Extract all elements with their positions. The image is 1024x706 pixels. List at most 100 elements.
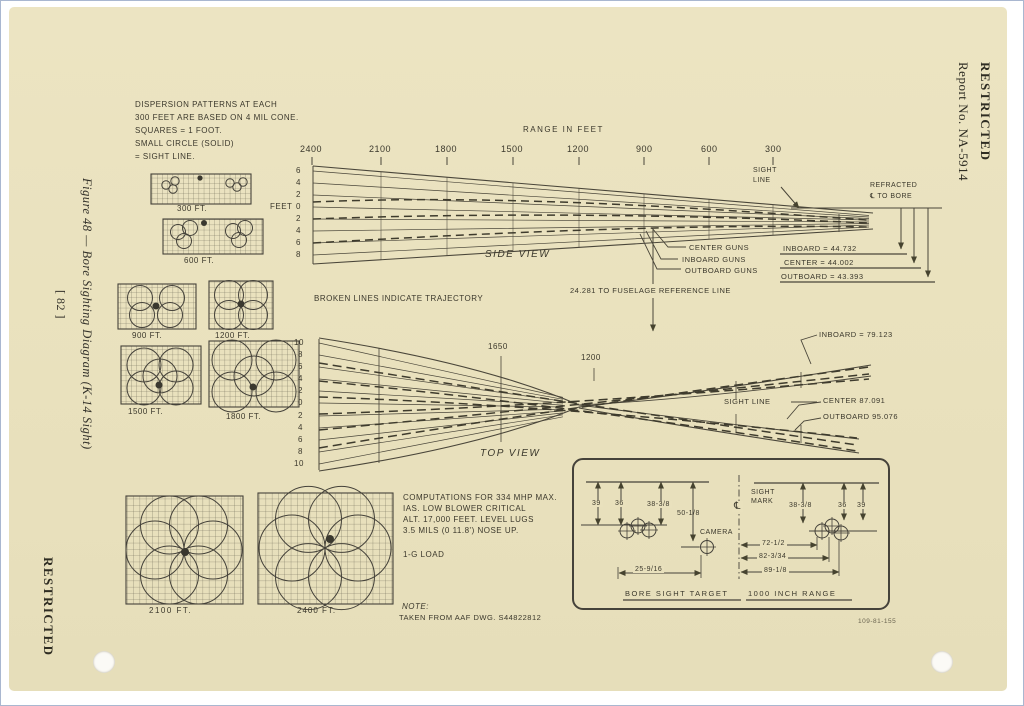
pattern-label-1800: 1800 FT. xyxy=(226,412,262,421)
pattern-2100ft xyxy=(125,495,244,605)
range-scale-title: RANGE IN FEET xyxy=(523,125,604,134)
range-tick: 1500 xyxy=(501,144,524,154)
dispersion-note-line: DISPERSION PATTERNS AT EACH xyxy=(135,100,278,109)
range-tick: 900 xyxy=(636,144,653,154)
side-view-plot xyxy=(311,157,942,332)
width-dim-89: 89-1/8 xyxy=(762,567,789,574)
pattern-900ft xyxy=(117,283,197,330)
top-view-title: TOP VIEW xyxy=(480,448,541,459)
target-dim-39-right: 39 xyxy=(855,502,868,509)
pattern-label-2100: 2100 FT. xyxy=(149,606,193,615)
top-axis-tick: 2 xyxy=(298,386,303,395)
computations-line: IAS. LOW BLOWER CRITICAL xyxy=(403,504,527,513)
top-inboard-value: INBOARD = 79.123 xyxy=(819,330,893,339)
camera-label: CAMERA xyxy=(698,529,735,536)
range-tick: 300 xyxy=(765,144,782,154)
station-value: INBOARD = 44.732 xyxy=(783,244,857,253)
camera-dim: 25-9/16 xyxy=(633,566,665,573)
note-body: TAKEN FROM AAF DWG. S44822812 xyxy=(399,613,542,622)
pattern-label-300: 300 FT. xyxy=(177,204,208,213)
top-axis-tick: 8 xyxy=(298,350,303,359)
refracted-label: ℄ TO BORE xyxy=(870,193,913,200)
gun-label-inboard: INBOARD GUNS xyxy=(682,255,746,264)
drawing-ref: 109-81-155 xyxy=(858,618,897,625)
load-note: 1-G LOAD xyxy=(403,550,445,559)
punch-hole-left xyxy=(93,651,115,673)
pattern-label-1200: 1200 FT. xyxy=(215,331,251,340)
target-dim-39-left: 39 xyxy=(590,500,603,507)
computations-line: ALT. 17,000 FEET. LEVEL LUGS xyxy=(403,515,534,524)
centerline-symbol: ℄ xyxy=(732,501,743,512)
pattern-label-900: 900 FT. xyxy=(132,331,163,340)
pattern-1200ft xyxy=(208,280,274,330)
pattern-1800ft xyxy=(208,339,300,413)
margin-left-page-number: [ 82 ] xyxy=(54,290,68,319)
side-axis-tick: 4 xyxy=(296,226,301,235)
top-center-value: CENTER 87.091 xyxy=(823,396,886,405)
sight-line-label: SIGHT xyxy=(753,167,777,174)
side-axis-tick: 6 xyxy=(296,238,301,247)
range-tick: 2100 xyxy=(369,144,392,154)
margin-left-restricted: RESTRICTED xyxy=(41,557,56,657)
side-axis-tick: 6 xyxy=(296,166,301,175)
gun-label-outboard: OUTBOARD GUNS xyxy=(685,266,758,275)
refracted-label: REFRACTED xyxy=(870,182,918,189)
top-axis-tick: 6 xyxy=(298,362,303,371)
broken-lines-note: BROKEN LINES INDICATE TRAJECTORY xyxy=(314,294,484,303)
top-axis-tick: 4 xyxy=(298,374,303,383)
top-axis-tick: 6 xyxy=(298,435,303,444)
top-sight-line-label: SIGHT LINE xyxy=(724,397,771,406)
side-axis-tick: 4 xyxy=(296,178,301,187)
dispersion-note-line: 300 FEET ARE BASED ON 4 MIL CONE. xyxy=(135,113,299,122)
target-dim-38-left: 38-3/8 xyxy=(645,501,672,508)
note-title: NOTE: xyxy=(402,602,429,611)
top-axis-tick: 8 xyxy=(298,447,303,456)
pattern-label-1500: 1500 FT. xyxy=(128,407,164,416)
side-axis-tick: 2 xyxy=(296,214,301,223)
range-tick: 1800 xyxy=(435,144,458,154)
top-axis-tick: 4 xyxy=(298,423,303,432)
punch-hole-right xyxy=(931,651,953,673)
target-footer-right: 1000 INCH RANGE xyxy=(748,589,837,598)
fuselage-note: 24.281 TO FUSELAGE REFERENCE LINE xyxy=(570,286,731,295)
sight-line-label: LINE xyxy=(753,177,771,184)
top-range-tick: 1200 xyxy=(581,353,601,362)
gun-label-center: CENTER GUNS xyxy=(689,243,750,252)
target-dim-50: 50-1/8 xyxy=(677,510,700,517)
dispersion-note-line: = SIGHT LINE. xyxy=(135,152,195,161)
margin-left-figure-caption: Figure 48 — Bore Sighting Diagram (K-14 … xyxy=(80,178,94,450)
margin-right-report-no: Report No. NA-5914 xyxy=(956,62,971,182)
top-view-plot xyxy=(318,334,872,472)
top-range-tick: 1650 xyxy=(488,342,508,351)
side-view-title: SIDE VIEW xyxy=(485,249,551,260)
dispersion-note-line: SQUARES = 1 FOOT. xyxy=(135,126,222,135)
side-axis-tick: 8 xyxy=(296,250,301,259)
target-dim-36-right: 36 xyxy=(836,502,849,509)
target-dim-36-left: 36 xyxy=(613,500,626,507)
side-axis-label: FEET xyxy=(270,202,293,211)
sight-mark-label: SIGHT xyxy=(751,489,775,496)
computations-line: 3.5 MILS (0 11.8') NOSE UP. xyxy=(403,526,519,535)
pattern-2400ft xyxy=(257,485,394,611)
range-tick: 1200 xyxy=(567,144,590,154)
margin-right-restricted: RESTRICTED xyxy=(978,62,993,162)
target-dim-38-right: 38-3/8 xyxy=(787,502,814,509)
top-axis-tick: 10 xyxy=(294,338,304,347)
top-outboard-value: OUTBOARD 95.076 xyxy=(823,412,899,421)
pattern-600ft xyxy=(162,218,264,255)
top-axis-tick: 0 xyxy=(298,398,303,407)
range-tick: 2400 xyxy=(300,144,323,154)
pattern-label-2400: 2400 FT. xyxy=(297,606,337,615)
dispersion-note-line: SMALL CIRCLE (SOLID) xyxy=(135,139,235,148)
side-axis-tick: 2 xyxy=(296,190,301,199)
station-value: CENTER = 44.002 xyxy=(784,258,854,267)
dispersion-patterns xyxy=(117,173,394,611)
pattern-300ft xyxy=(150,173,252,205)
top-axis-tick: 2 xyxy=(298,411,303,420)
station-value: OUTBOARD = 43.393 xyxy=(781,272,864,281)
width-dim-82: 82-3/34 xyxy=(757,553,789,560)
target-footer-left: BORE SIGHT TARGET xyxy=(625,589,729,598)
top-axis-tick: 10 xyxy=(294,459,304,468)
